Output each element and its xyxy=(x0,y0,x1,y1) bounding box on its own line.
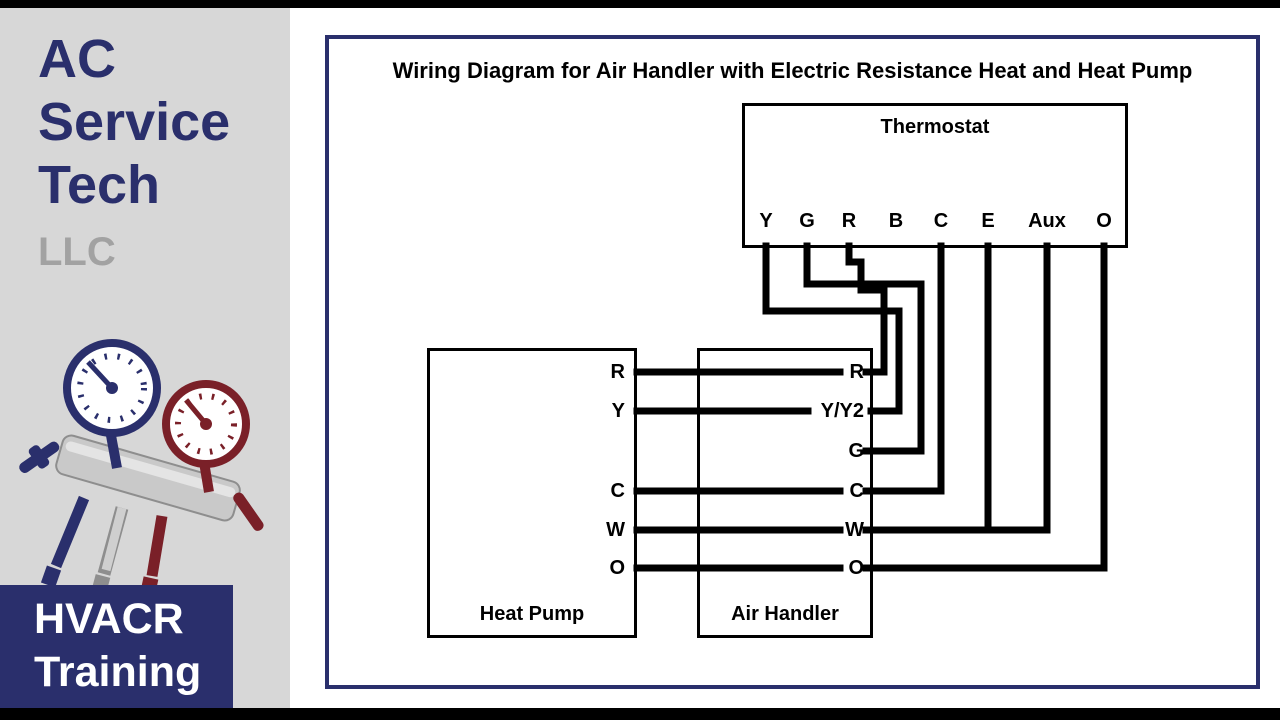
brand-line-1: AC xyxy=(38,29,116,89)
heat-pump-terminal-c: C xyxy=(610,480,625,502)
thermostat-terminal-c: C xyxy=(933,210,949,232)
heat-pump-terminal-o: O xyxy=(609,557,625,579)
footer-line-2: Training xyxy=(34,648,202,696)
air-handler-terminal-g: G xyxy=(848,440,864,462)
thermostat-terminal-b: B xyxy=(888,210,904,232)
heat-pump-label: Heat Pump xyxy=(479,603,585,625)
thermostat-terminal-aux: Aux xyxy=(1028,210,1066,232)
brand-logo-text: AC Service Tech LLC xyxy=(38,28,230,275)
bottom-black-bar xyxy=(0,708,1280,720)
manifold-gauges-icon xyxy=(19,339,264,594)
thermostat-terminal-e: E xyxy=(981,210,995,232)
thermostat-terminal-o: O xyxy=(1096,210,1112,232)
brand-line-3: Tech xyxy=(38,155,161,215)
thermostat-terminal-g: G xyxy=(799,210,815,232)
top-black-bar xyxy=(0,0,1280,8)
red-hose xyxy=(146,515,168,577)
heat-pump-terminal-w: W xyxy=(606,519,625,541)
blue-valve-handle xyxy=(19,441,60,474)
red-gauge-icon xyxy=(162,380,250,468)
brand-footer: HVACR Training xyxy=(0,585,233,708)
air-handler-terminal-y2: Y/Y2 xyxy=(820,400,864,422)
footer-line-1: HVACR xyxy=(34,595,184,643)
branding-sidebar: AC Service Tech LLC xyxy=(0,8,290,708)
manifold-body xyxy=(55,434,241,522)
thermostat-terminal-y: Y xyxy=(759,210,773,232)
brand-line-2: Service xyxy=(38,92,231,152)
heat-pump-terminal-r: R xyxy=(610,361,625,383)
blue-hose xyxy=(50,495,90,569)
red-valve-handle xyxy=(233,492,264,531)
air-handler-terminal-w: W xyxy=(845,519,864,541)
air-handler-label: Air Handler xyxy=(731,603,839,625)
brand-llc: LLC xyxy=(38,230,116,274)
thermostat-terminal-r: R xyxy=(841,210,857,232)
silver-hose xyxy=(101,506,127,572)
thermostat-box xyxy=(742,103,1128,248)
thermostat-label: Thermostat xyxy=(880,116,990,138)
air-handler-terminal-r: R xyxy=(849,361,864,383)
blue-hose-fitting xyxy=(40,565,62,588)
blue-gauge-icon xyxy=(63,339,161,437)
air-handler-terminal-c: C xyxy=(849,480,864,502)
air-handler-terminal-o: O xyxy=(848,557,864,579)
diagram-title: Wiring Diagram for Air Handler with Elec… xyxy=(392,58,1193,83)
heat-pump-terminal-y: Y xyxy=(611,400,625,422)
